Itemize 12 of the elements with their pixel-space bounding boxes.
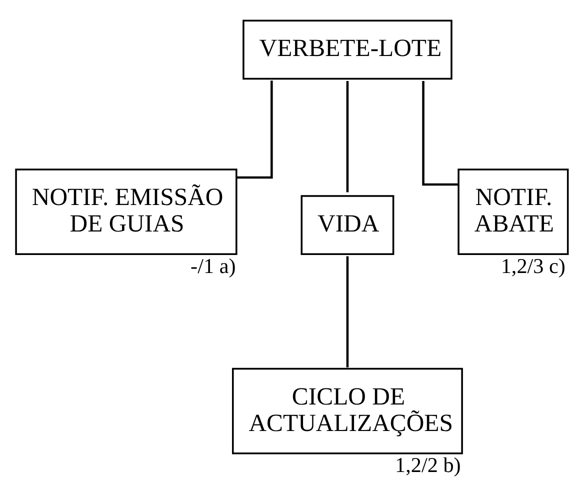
node-box: NOTIF. EMISSÃO DE GUIAS — [15, 168, 238, 256]
node-box: NOTIF. ABATE — [458, 168, 569, 256]
node-label: 1,2/3 c) — [500, 254, 566, 278]
connector — [346, 80, 349, 192]
connector — [346, 256, 349, 368]
node-box: VIDA — [300, 195, 394, 256]
node-label: -/1 a) — [190, 254, 236, 278]
node-box: VERBETE-LOTE — [242, 20, 452, 80]
connector — [236, 80, 273, 179]
node-label: 1,2/2 b) — [395, 453, 461, 478]
connector — [422, 80, 458, 186]
node-box: CICLO DE ACTUALIZAÇÕES — [232, 368, 463, 454]
